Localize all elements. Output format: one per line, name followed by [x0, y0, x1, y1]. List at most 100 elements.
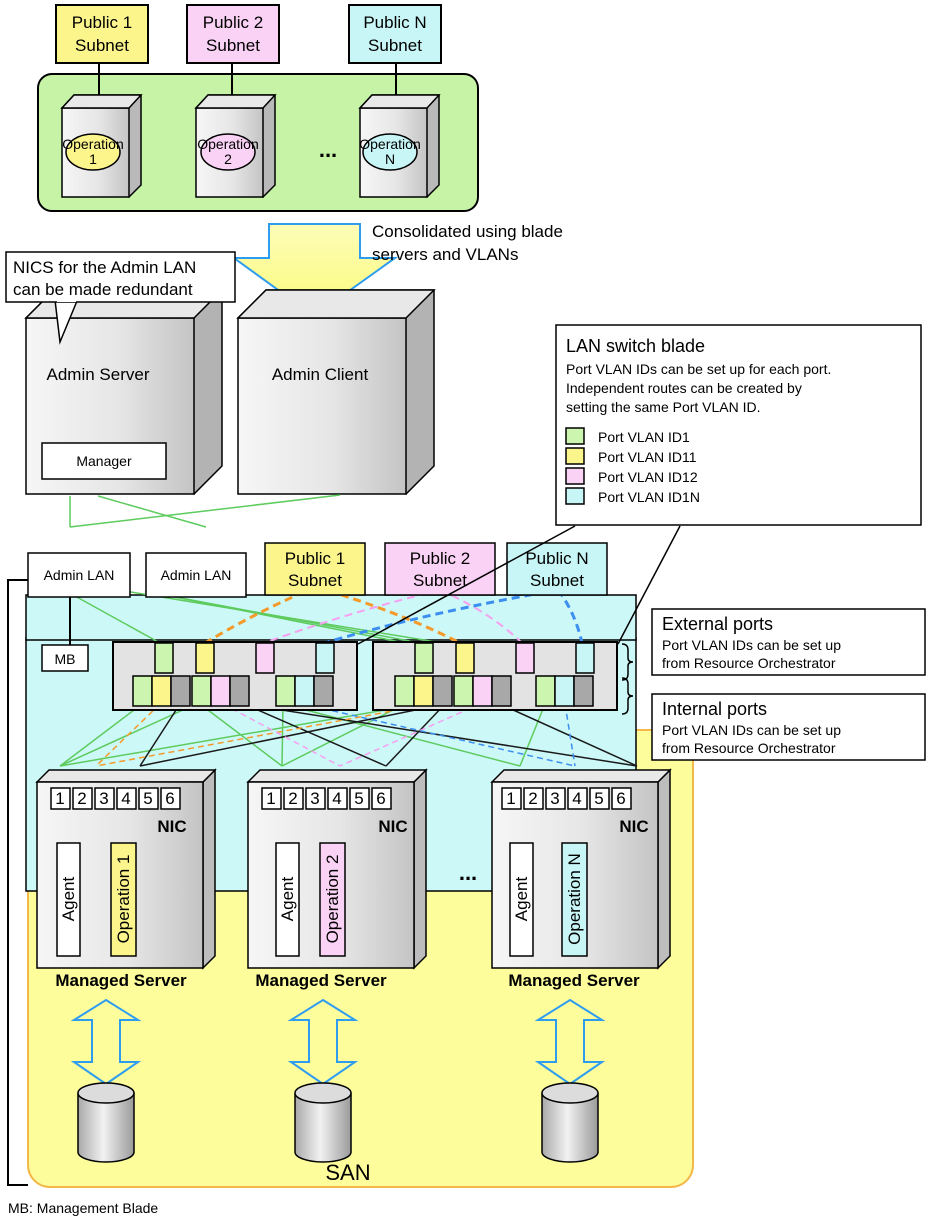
- managed-server-2: 1 2 3 4 5 6 NIC Agent Operation 2 Manage…: [246, 768, 428, 990]
- lan-switch-info: LAN switch blade Port VLAN IDs can be se…: [555, 324, 922, 526]
- internal-ports-desc1: Port VLAN IDs can be set up: [662, 722, 841, 738]
- int-port: [191, 675, 212, 707]
- int-port: [132, 675, 153, 707]
- legend-item-vlan-id11: Port VLAN ID11: [565, 447, 697, 465]
- internal-ports-desc2: from Resource Orchestrator: [662, 740, 836, 756]
- nic-label: NIC: [378, 817, 407, 836]
- external-ports-desc2: from Resource Orchestrator: [662, 655, 836, 671]
- ext-port: [154, 642, 174, 674]
- top-operation-N-line2: N: [385, 151, 395, 167]
- admin-client: [236, 289, 436, 496]
- legend-label-vlan-id12: Port VLAN ID12: [598, 469, 698, 485]
- legend-label-vlan-id1n: Port VLAN ID1N: [598, 489, 700, 505]
- agent-label: Agent: [59, 877, 78, 922]
- nic-label: NIC: [157, 817, 186, 836]
- nic-port-5: 5: [594, 789, 603, 808]
- managed-server-N: 1 2 3 4 5 6 NIC Agent Operation N Manage…: [490, 768, 672, 990]
- top-operation-2-line1: Operation: [197, 136, 258, 152]
- footnote: MB: Management Blade: [8, 1200, 158, 1216]
- nic-port-3: 3: [310, 789, 319, 808]
- nic-port-2: 2: [288, 789, 297, 808]
- lan-switch-desc1: Port VLAN IDs can be set up for each por…: [566, 361, 831, 377]
- nic-label: NIC: [619, 817, 648, 836]
- lan-switch-pointers: [357, 525, 681, 645]
- legend-item-vlan-id12: Port VLAN ID12: [565, 467, 698, 485]
- top-operation-1-line1: Operation: [62, 136, 123, 152]
- top-publicN-line2: Subnet: [368, 36, 422, 55]
- int-port: [472, 675, 493, 707]
- internal-links-black: [139, 703, 638, 767]
- managed-server-name: Managed Server: [255, 971, 387, 990]
- legend-item-vlan-id1: Port VLAN ID1: [565, 427, 690, 445]
- manager-box: Manager: [41, 442, 167, 480]
- int-port: [229, 675, 250, 707]
- nic-port-3: 3: [99, 789, 108, 808]
- operation-label: Operation 1: [114, 855, 133, 944]
- top-public1-subnet: Public 1 Subnet: [55, 4, 149, 64]
- san-label: SAN: [325, 1160, 370, 1185]
- admin-black-links: [7, 579, 71, 1186]
- managed-server-1: 1 2 3 4 5 6 NIC Agent Operation 1 Manage…: [35, 768, 217, 990]
- operation-label: Operation N: [565, 853, 584, 945]
- legend-item-vlan-id1n: Port VLAN ID1N: [565, 487, 700, 505]
- nic-port-1: 1: [506, 789, 515, 808]
- manager-label: Manager: [76, 453, 132, 469]
- int-port: [151, 675, 172, 707]
- top-public1-line2: Subnet: [75, 36, 129, 55]
- mid-publicN-subnet: Public N Subnet: [506, 542, 608, 596]
- external-ports-title: External ports: [662, 614, 773, 634]
- storage-1: [77, 1082, 135, 1163]
- internal-ports-title: Internal ports: [662, 699, 767, 719]
- mid-public1-line2: Subnet: [288, 571, 342, 590]
- top-public1-line1: Public 1: [72, 13, 132, 32]
- storage-2: [294, 1082, 352, 1163]
- consolidation-text-line1: Consolidated using blade: [372, 222, 563, 241]
- lan-switch-title: LAN switch blade: [566, 336, 705, 356]
- admin-client-label: Admin Client: [272, 365, 369, 384]
- nic-port-6: 6: [376, 789, 385, 808]
- admin-lan-2-label: Admin LAN: [161, 567, 232, 583]
- nic-port-2: 2: [77, 789, 86, 808]
- ext-port: [515, 642, 535, 674]
- top-server-ellipsis: ...: [319, 137, 337, 162]
- ext-port: [255, 642, 275, 674]
- vlan-legend: Port VLAN ID1 Port VLAN ID11 Port VLAN I…: [565, 427, 700, 505]
- int-port: [535, 675, 556, 707]
- legend-label-vlan-id11: Port VLAN ID11: [598, 449, 697, 465]
- nic-port-6: 6: [616, 789, 625, 808]
- internal-ports-callout: Internal ports Port VLAN IDs can be set …: [621, 677, 926, 761]
- admin-green-links: [69, 494, 486, 651]
- int-port: [453, 675, 474, 707]
- top-operation-N: Operation N: [359, 133, 421, 171]
- int-port: [394, 675, 415, 707]
- consolidation-text-line2: servers and VLANs: [372, 245, 518, 264]
- mid-public1-line1: Public 1: [285, 549, 345, 568]
- top-publicN-subnet: Public N Subnet: [348, 4, 442, 64]
- admin-lan-2: Admin LAN: [145, 552, 247, 598]
- external-ports-callout: External ports Port VLAN IDs can be set …: [621, 608, 926, 681]
- int-port: [491, 675, 512, 707]
- mid-publicN-line2: Subnet: [530, 571, 584, 590]
- consolidation-arrow: [230, 223, 399, 318]
- top-public2-line2: Subnet: [206, 36, 260, 55]
- managed-server-name: Managed Server: [508, 971, 640, 990]
- lan-switch-desc3: setting the same Port VLAN ID.: [566, 399, 761, 415]
- top-operation-2: Operation 2: [197, 133, 259, 171]
- nics-callout-line1: NICS for the Admin LAN: [13, 258, 196, 277]
- int-port: [573, 675, 594, 707]
- nics-callout: NICS for the Admin LAN can be made redun…: [5, 251, 236, 345]
- ext-port: [315, 642, 335, 674]
- nics-callout-line2: can be made redundant: [13, 280, 193, 299]
- admin-server-label: Admin Server: [47, 365, 150, 384]
- ext-port: [575, 642, 595, 674]
- nic-port-1: 1: [55, 789, 64, 808]
- managed-server-name: Managed Server: [55, 971, 187, 990]
- int-port: [554, 675, 575, 707]
- legend-label-vlan-id1: Port VLAN ID1: [598, 429, 690, 445]
- nic-port-2: 2: [528, 789, 537, 808]
- lan-switch-blade-2: [372, 641, 618, 711]
- nic-port-6: 6: [165, 789, 174, 808]
- top-subnet-links: [98, 63, 397, 95]
- int-port: [313, 675, 334, 707]
